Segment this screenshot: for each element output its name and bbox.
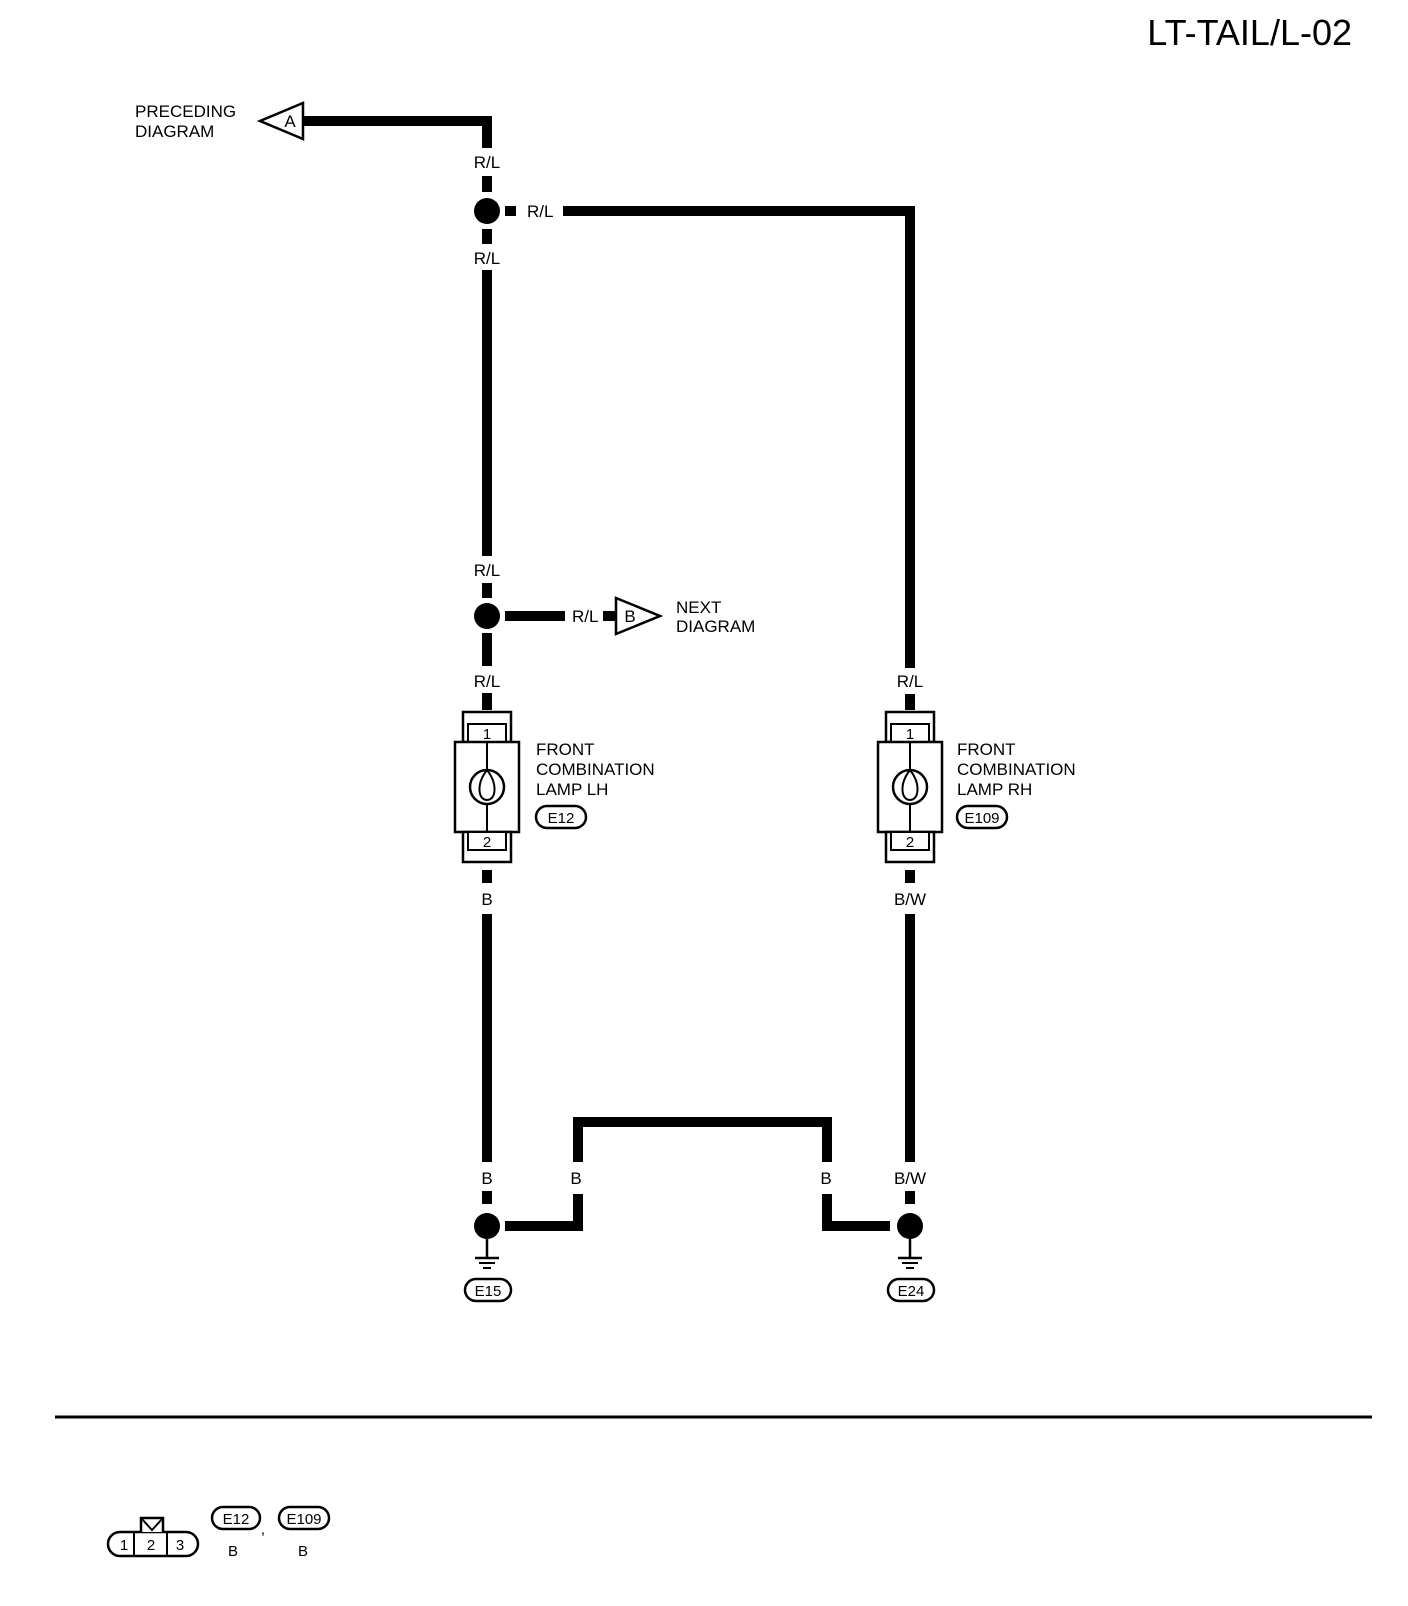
lamp-lh-label-3: LAMP LH <box>536 780 608 799</box>
next-arrow-icon <box>614 596 664 636</box>
legend-connector-1: E12 <box>223 1511 250 1528</box>
lamp-rh-label-1: FRONT <box>957 740 1016 759</box>
junction-next <box>474 603 500 629</box>
junction-ground-lh <box>474 1213 500 1239</box>
lamp-rh-pin-bottom: 2 <box>906 834 914 851</box>
wire-ground-jumper-top <box>573 1117 832 1162</box>
wire-rh-feed <box>563 206 915 668</box>
front-combination-lamp-lh: 1 2 FRONT COMBINATION LAMP LH E12 <box>453 710 655 864</box>
lamp-bulb-icon <box>468 768 506 806</box>
wire-labels: R/L R/L R/L R/L R/L R/L R/L B B/W B B B … <box>474 153 926 1188</box>
junction-top <box>474 198 500 224</box>
wire-label: B <box>820 1169 831 1188</box>
wire-label: R/L <box>474 249 500 268</box>
lamp-rh-label-2: COMBINATION <box>957 760 1076 779</box>
junctions <box>474 198 923 1239</box>
next-diagram-connector: B NEXT DIAGRAM <box>614 596 755 636</box>
connector-id-badge <box>534 804 588 830</box>
next-connector-letter: B <box>624 607 635 626</box>
wire-label: B <box>570 1169 581 1188</box>
diagram-title: LT-TAIL/L-02 <box>1147 12 1352 53</box>
preceding-diagram-connector: PRECEDING DIAGRAM A <box>135 101 305 141</box>
legend-connector-2: E109 <box>286 1511 321 1528</box>
connector-id-badge <box>955 804 1009 830</box>
legend-pin-1: 1 <box>120 1537 128 1554</box>
ground-right-id: E24 <box>898 1283 925 1300</box>
lamp-lh-label-1: FRONT <box>536 740 595 759</box>
legend-color-2: B <box>298 1543 308 1560</box>
wire-label: B <box>481 1169 492 1188</box>
preceding-connector-letter: A <box>284 112 296 131</box>
wire-label: B <box>481 890 492 909</box>
lamp-rh-pin-top: 1 <box>906 726 914 743</box>
preceding-label-1: PRECEDING <box>135 102 236 121</box>
front-combination-lamp-rh: 1 2 FRONT COMBINATION LAMP RH E109 <box>876 710 1076 864</box>
ground-left-id: E15 <box>475 1283 502 1300</box>
preceding-arrow-icon <box>256 101 305 141</box>
wire-label: R/L <box>527 202 553 221</box>
lamp-lh-label-2: COMBINATION <box>536 760 655 779</box>
wire-label: R/L <box>474 672 500 691</box>
wire-label: R/L <box>474 153 500 172</box>
wire-ground-jumper-right <box>822 1194 890 1231</box>
lamp-lh-pin-top: 1 <box>483 726 491 743</box>
wire-ground-jumper-left <box>505 1194 583 1231</box>
wire-label: R/L <box>897 672 923 691</box>
lamp-rh-label-3: LAMP RH <box>957 780 1032 799</box>
legend-pin-2: 2 <box>147 1537 155 1554</box>
lamp-lh-connector-id: E12 <box>548 810 575 827</box>
lamp-bulb-icon <box>891 768 929 806</box>
legend-separator: , <box>261 1521 265 1538</box>
connector-legend: 1 2 3 E12 B , E109 B <box>106 1505 331 1560</box>
legend-pin-3: 3 <box>176 1537 184 1554</box>
next-label-1: NEXT <box>676 598 721 617</box>
wires <box>300 116 915 1231</box>
wire-preceding-feed <box>300 116 492 148</box>
wire-label: R/L <box>572 607 598 626</box>
next-label-2: DIAGRAM <box>676 617 755 636</box>
wire-label: B/W <box>894 890 926 909</box>
legend-color-1: B <box>228 1543 238 1560</box>
lamp-lh-pin-bottom: 2 <box>483 834 491 851</box>
ground-right: E24 <box>886 1239 936 1303</box>
preceding-label-2: DIAGRAM <box>135 122 214 141</box>
junction-ground-rh <box>897 1213 923 1239</box>
wire-label: B/W <box>894 1169 926 1188</box>
lamp-rh-connector-id: E109 <box>964 810 999 827</box>
wire-label: R/L <box>474 561 500 580</box>
ground-left: E15 <box>463 1239 513 1303</box>
